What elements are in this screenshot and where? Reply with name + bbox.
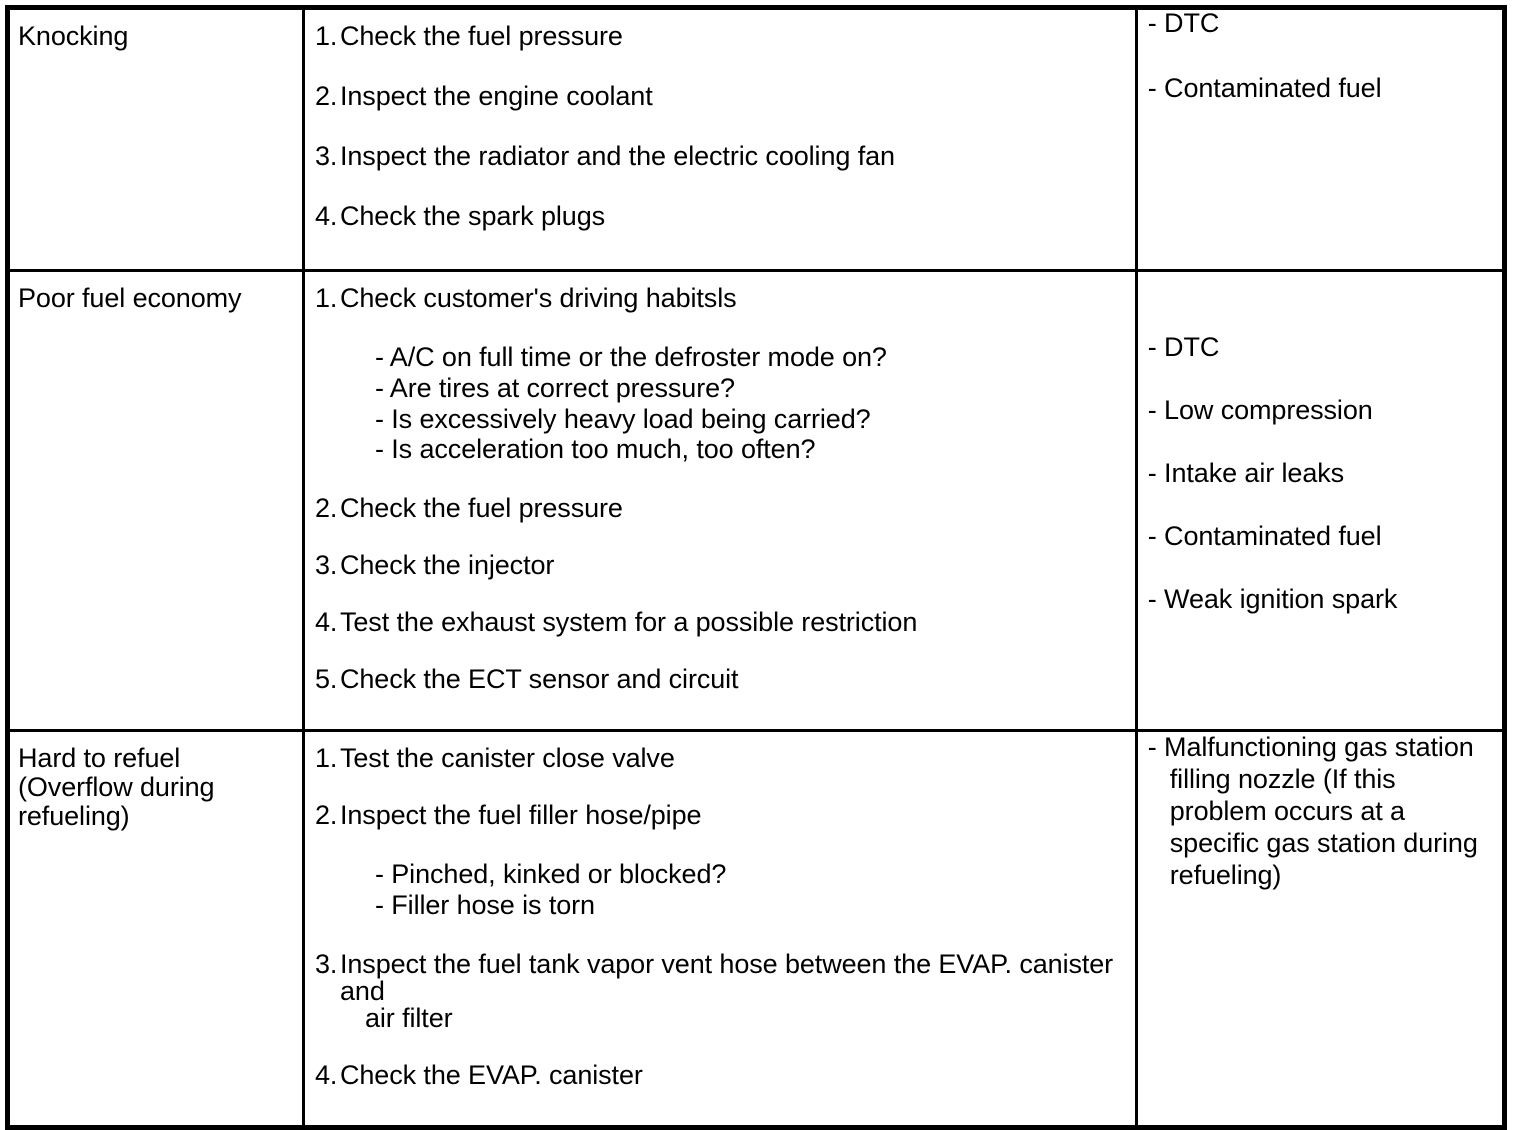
step-number: 2.	[314, 493, 338, 524]
action-steps-list: 1.Check the fuel pressure 2.Inspect the …	[305, 10, 1135, 269]
step-text: Inspect the engine coolant	[339, 81, 653, 111]
step-number: 4.	[314, 1059, 338, 1090]
action-step: 2.Inspect the fuel filler hose/pipe	[315, 802, 1125, 829]
step-number: 1.	[314, 21, 338, 51]
step-text-continuation: air filter	[364, 1002, 453, 1033]
action-step: 2.Check the fuel pressure	[315, 495, 1125, 522]
step-text: Inspect the fuel tank vapor vent hose be…	[339, 948, 1121, 1006]
cause-cell: - DTC - Low compression - Intake air lea…	[1136, 270, 1505, 733]
action-step: 4.Test the exhaust system for a possible…	[315, 609, 1125, 636]
symptom-text: Hard to refuel (Overflow during refuelin…	[10, 732, 302, 838]
step-text: Check the spark plugs	[339, 201, 606, 231]
symptom-cell: Knocking	[7, 7, 305, 272]
action-sub-item: - Filler hose is torn	[374, 889, 595, 920]
step-text: Inspect the radiator and the electric co…	[339, 141, 895, 171]
action-cell: 1.Check customer's driving habitsls - A/…	[303, 270, 1138, 733]
symptom-line: Knocking	[18, 21, 129, 51]
troubleshooting-table: Knocking 1.Check the fuel pressure 2.Ins…	[5, 5, 1507, 1130]
table-row: Poor fuel economy 1.Check customer's dri…	[7, 270, 1505, 733]
action-steps-list: 1.Test the canister close valve 2.Inspec…	[305, 732, 1135, 1125]
table-row: Knocking 1.Check the fuel pressure 2.Ins…	[7, 7, 1505, 272]
document-page: Knocking 1.Check the fuel pressure 2.Ins…	[5, 5, 1507, 1130]
cause-item: - Weak ignition spark	[1147, 584, 1398, 614]
action-sub-item: - Is excessively heavy load being carrie…	[374, 403, 871, 434]
step-number: 3.	[314, 948, 338, 979]
action-step: 2.Inspect the engine coolant	[315, 83, 1125, 110]
cause-cell: - Malfunctioning gas station filling noz…	[1136, 730, 1505, 1128]
step-text: Check the EVAP. canister	[339, 1059, 643, 1090]
action-step-group: 2.Inspect the fuel filler hose/pipe - Pi…	[315, 802, 1125, 921]
action-sub-item: - Are tires at correct pressure?	[374, 372, 735, 403]
step-number: 3.	[314, 141, 338, 171]
cause-item: - Contaminated fuel	[1147, 521, 1382, 551]
symptom-line: (Overflow during	[18, 772, 215, 803]
step-number: 1.	[314, 283, 338, 313]
step-text: Check the fuel pressure	[339, 493, 623, 524]
cause-list: - DTC - Contaminated fuel	[1138, 10, 1502, 140]
action-step: 5.Check the ECT sensor and circuit	[315, 666, 1125, 693]
action-step: 1.Check the fuel pressure	[315, 23, 1125, 50]
cause-item: - Intake air leaks	[1147, 458, 1345, 488]
step-text: Inspect the fuel filler hose/pipe	[339, 800, 702, 831]
symptom-line: refueling)	[18, 801, 130, 832]
cause-item: - DTC	[1147, 8, 1220, 38]
symptom-text: Knocking	[10, 10, 302, 58]
action-step: 3.Check the injector	[315, 552, 1125, 579]
action-sub-item: - Is acceleration too much, too often?	[374, 434, 816, 465]
step-number: 2.	[314, 81, 338, 111]
action-sub-item: - Pinched, kinked or blocked?	[374, 859, 727, 890]
step-number: 4.	[314, 607, 338, 638]
step-text: Check the injector	[339, 550, 555, 581]
step-text: Test the canister close valve	[339, 743, 675, 774]
action-steps-list: 1.Check customer's driving habitsls - A/…	[305, 272, 1135, 729]
step-number: 1.	[314, 743, 338, 774]
action-step: 1.Test the canister close valve	[315, 745, 1125, 772]
symptom-line: Hard to refuel	[18, 743, 181, 774]
action-step: 3.Inspect the fuel tank vapor vent hose …	[314, 948, 1125, 1033]
step-text: Test the exhaust system for a possible r…	[339, 607, 918, 638]
cause-item: - DTC	[1147, 332, 1220, 362]
symptom-cell: Hard to refuel (Overflow during refuelin…	[7, 730, 305, 1128]
symptom-cell: Poor fuel economy	[7, 270, 305, 733]
step-number: 3.	[314, 550, 338, 581]
cause-item: - Malfunctioning gas station filling noz…	[1147, 732, 1478, 890]
step-number: 4.	[314, 201, 338, 231]
cause-list: - Malfunctioning gas station filling noz…	[1138, 732, 1502, 891]
symptom-text: Poor fuel economy	[10, 272, 302, 320]
action-step: 4.Check the spark plugs	[315, 203, 1125, 230]
table-row: Hard to refuel (Overflow during refuelin…	[7, 730, 1505, 1128]
action-step: 1.Check customer's driving habitsls	[315, 285, 1125, 312]
step-number: 2.	[314, 800, 338, 831]
step-text: Check customer's driving habitsls	[339, 283, 737, 313]
symptom-line: Poor fuel economy	[18, 283, 242, 313]
action-step: 3.Inspect the radiator and the electric …	[315, 143, 1125, 170]
cause-cell: - DTC - Contaminated fuel	[1136, 7, 1505, 272]
action-step-group: 1.Check customer's driving habitsls - A/…	[315, 285, 1125, 465]
action-step: 4.Check the EVAP. canister	[314, 1059, 1125, 1090]
action-cell: 1.Test the canister close valve 2.Inspec…	[303, 730, 1138, 1128]
action-sub-item: - A/C on full time or the defroster mode…	[374, 342, 887, 372]
step-number: 5.	[314, 664, 338, 695]
cause-item: - Contaminated fuel	[1147, 73, 1382, 103]
step-text: Check the ECT sensor and circuit	[339, 664, 739, 695]
action-cell: 1.Check the fuel pressure 2.Inspect the …	[303, 7, 1138, 272]
cause-item: - Low compression	[1147, 395, 1373, 425]
step-text: Check the fuel pressure	[339, 21, 623, 51]
cause-list: - DTC - Low compression - Intake air lea…	[1138, 272, 1502, 655]
